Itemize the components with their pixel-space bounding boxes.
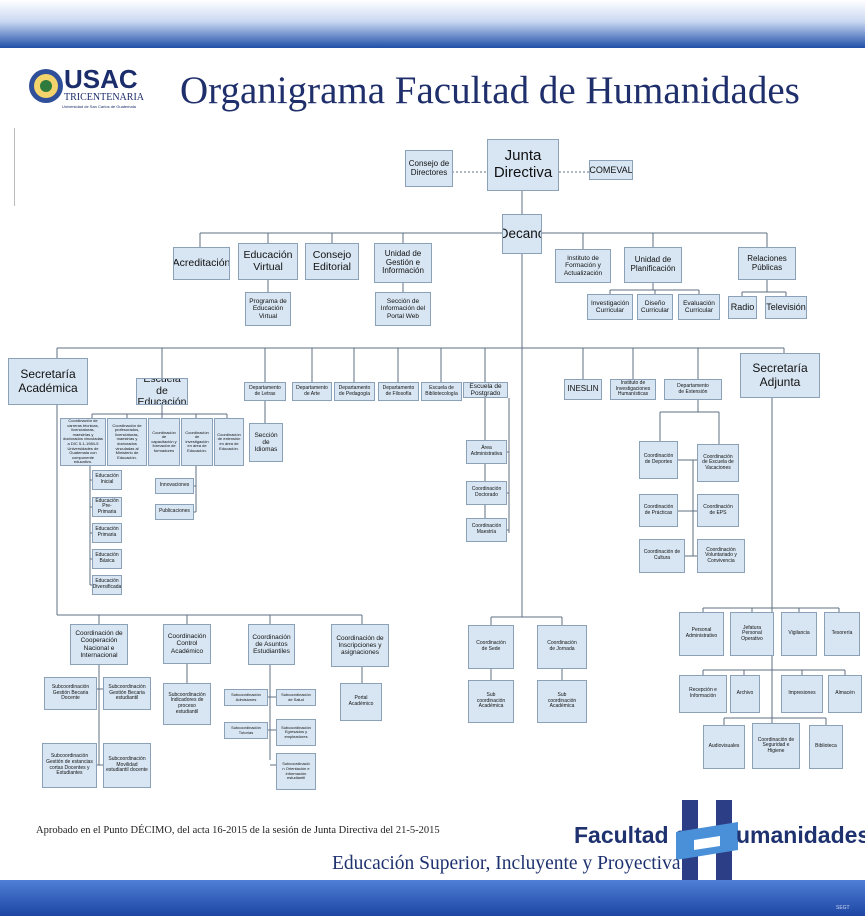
coord-seguridad-box: Coordinación de Seguridad e Higiene	[752, 723, 800, 769]
unidad-planificacion-box: Unidad de Planificación	[624, 247, 682, 283]
depto-arte-box: Departamento de Arte	[292, 382, 332, 401]
educacion-primaria-box: Educación Primaria	[92, 523, 122, 543]
subcoord-movilidad-box: Subcoordinación Movilidad estudiantil do…	[103, 743, 151, 788]
coord-deportes-box: Coordinación de Deportes	[639, 441, 678, 479]
coord-eps-box: Coordinación de EPS	[697, 494, 739, 527]
left-divider	[14, 128, 15, 206]
publicaciones-box: Publicaciones	[155, 504, 194, 520]
subcoord-salud-box: Subcoordinación de Salud	[276, 689, 316, 706]
subcoord-orientacion-box: Subcoordinació n Orientación e informaci…	[276, 753, 316, 790]
junta-directiva-box: Junta Directiva	[487, 139, 559, 191]
bottom-blue-band	[0, 880, 865, 916]
coord-profesorados-box: Coordinación de profesorados, licenciatu…	[107, 418, 147, 466]
educacion-inicial-box: Educación Inicial	[92, 470, 122, 490]
usac-logo-caption: Universidad de San Carlos de Guatemala	[62, 104, 136, 109]
seccion-informacion-box: Sección de Información del Portal Web	[375, 292, 431, 326]
escuela-postgrado-box: Escuela de Postgrado	[463, 382, 508, 398]
secretaria-adjunta-box: Secretaría Adjunta	[740, 353, 820, 398]
usac-logo-text: USAC	[64, 64, 138, 94]
coord-cultura-box: Coordinación de Cultura	[639, 539, 685, 573]
subcoord-egresados-box: Subcoordinación Egresados y empleadores	[276, 719, 316, 746]
television-box: Televisión	[765, 296, 807, 319]
evaluacion-curricular-box: Evaluación Curricular	[678, 294, 720, 320]
coord-inscripciones-box: Coordinación de Inscripciones y asignaci…	[331, 624, 389, 667]
depto-filosofia-box: Departamento de Filosofía	[378, 382, 419, 401]
ineslin-box: INESLIN	[564, 379, 602, 400]
approval-note: Aprobado en el Punto DÉCIMO, del acta 16…	[36, 825, 440, 836]
subcoord-admisiones-box: Subcoordinación Admisiones	[224, 689, 268, 706]
educacion-preprimaria-box: Educación Pre-Primaria	[92, 497, 122, 517]
escuela-educacion-box: Escuela de Educación	[136, 378, 188, 405]
instituto-formacion-box: Instituto de Formación y Actualización	[555, 249, 611, 283]
coord-carreras-box: Coordinación de carreras técnicas, licen…	[60, 418, 106, 466]
sub-coordinacion-academica-2-box: Sub coordinación Académica	[537, 680, 587, 723]
audiovisuales-box: Audiovisuales	[703, 725, 745, 769]
acreditacion-box: Acreditación	[173, 247, 230, 280]
diseno-curricular-box: Diseño Curricular	[637, 294, 673, 320]
subcoord-tutorias-box: Subcoordinación Tutorías	[224, 722, 268, 739]
coord-extension-educacion-box: Coordinación de extensión en área de Edu…	[214, 418, 244, 466]
programa-educacion-virtual-box: Programa de Educación Virtual	[245, 292, 291, 326]
radio-box: Radio	[728, 296, 757, 319]
archivo-box: Archivo	[730, 675, 760, 713]
vigilancia-box: Vigilancia	[781, 612, 817, 656]
usac-logo-subtitle: TRICENTENARIA	[64, 92, 144, 103]
coord-practicas-box: Coordinación de Prácticas	[639, 494, 678, 527]
secretaria-academica-box: Secretaría Académica	[8, 358, 88, 405]
escuela-bibliotecologia-box: Escuela de Bibliotecología	[421, 382, 462, 401]
educacion-basica-box: Educación Básica	[92, 549, 122, 569]
coord-cooperacion-box: Coordinación de Cooperación Nacional e I…	[70, 624, 128, 665]
tagline: Educación Superior, Incluyente y Proyect…	[332, 853, 681, 874]
subcoord-indicadores-box: Subcoordinación Indicadores de proceso e…	[163, 683, 211, 725]
personal-administrativo-box: Personal Administrativo	[679, 612, 724, 656]
depto-letras-box: Departamento de Letras	[244, 382, 286, 401]
humanidades-h-logo-icon	[676, 800, 738, 884]
biblioteca-box: Biblioteca	[809, 725, 843, 769]
coord-maestria-box: Coordinación Maestría	[466, 518, 507, 542]
area-administrativa-box: Área Administrativa	[466, 440, 507, 464]
almacen-box: Almacén	[828, 675, 862, 713]
coord-jornada-box: Coordinación de Jornada	[537, 625, 587, 669]
consejo-directores-box: Consejo de Directores	[405, 150, 453, 187]
educacion-diversificada-box: Educación Diversificada	[92, 575, 122, 595]
subcoord-becaria-docente-box: Subcoordinación Gestión Becaria Docente	[44, 677, 97, 710]
corner-code: SEGT	[836, 905, 850, 911]
investigacion-curricular-box: Investigación Curricular	[587, 294, 633, 320]
subcoord-becaria-estudiantil-box: Subcoordinación Gestión Becaria estudian…	[103, 677, 151, 710]
impresiones-box: Impresiones	[781, 675, 823, 713]
coord-control-academico-box: Coordinación Control Académico	[163, 624, 211, 664]
coord-voluntariado-box: Coordinación Voluntariado y Convivencia	[697, 539, 745, 573]
depto-extension-box: Departamento de Extensión	[664, 379, 722, 400]
depto-pedagogia-box: Departamento de Pedagogía	[334, 382, 375, 401]
decano-box: Decano	[502, 214, 542, 254]
jefatura-personal-box: Jefatura Personal Operativo	[730, 612, 774, 656]
relaciones-publicas-box: Relaciones Públicas	[738, 247, 796, 280]
educacion-virtual-box: Educación Virtual	[238, 243, 298, 280]
coord-asuntos-estudiantiles-box: Coordinación de Asuntos Estudiantiles	[248, 624, 295, 665]
sub-coordinacion-academica-1-box: Sub coordinación Académica	[468, 680, 514, 723]
seccion-idiomas-box: Sección de Idiomas	[249, 423, 283, 462]
coord-capacitacion-box: Coordinación de capacitación y formación…	[148, 418, 180, 466]
usac-seal-icon	[29, 69, 63, 103]
instituto-investigaciones-box: Instituto de Investigaciones Humanística…	[610, 379, 656, 400]
brand-humanidades-text: umanidades	[736, 822, 865, 848]
coord-doctorado-box: Coordinación Doctorado	[466, 481, 507, 505]
coord-sede-box: Coordinación de Sede	[468, 625, 514, 669]
top-blue-band	[0, 0, 865, 48]
unidad-gestion-box: Unidad de Gestión e Información	[374, 243, 432, 283]
portal-academico-box: Portal Académico	[340, 683, 382, 721]
recepcion-box: Recepción e Información	[679, 675, 727, 713]
coord-escuela-vacaciones-box: Coordinación de Escuela de Vacaciones	[697, 444, 739, 482]
consejo-editorial-box: Consejo Editorial	[305, 243, 359, 280]
comeval-box: COMEVAL	[589, 160, 633, 180]
tesoreria-box: Tesorería	[824, 612, 860, 656]
innovaciones-box: Innovaciones	[155, 478, 194, 494]
page-title: Organigrama Facultad de Humanidades	[180, 69, 800, 112]
coord-investigacion-box: Coordinación de investigación en área de…	[181, 418, 213, 466]
subcoord-estancias-box: Subcoordinación Gestión de estancias cor…	[42, 743, 97, 788]
